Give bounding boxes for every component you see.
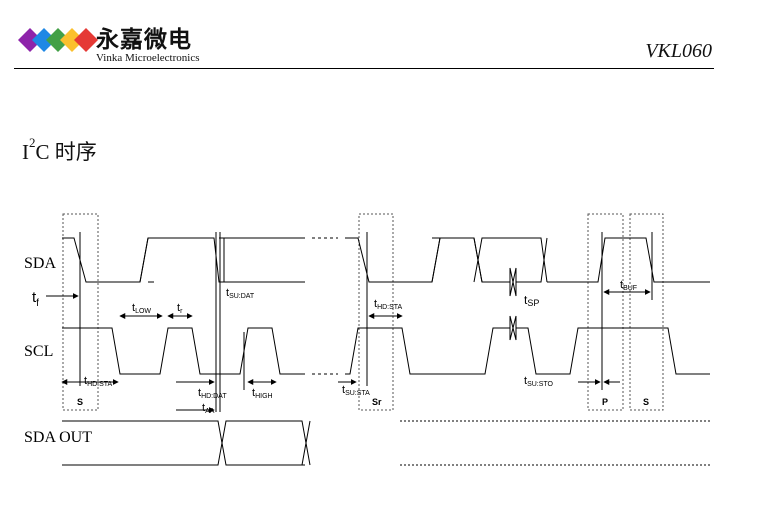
- scl-segment-1: [62, 327, 305, 375]
- stop-label: P: [602, 397, 608, 407]
- scl-waveform: [62, 315, 710, 375]
- sda-out-cross: [301, 420, 311, 466]
- sda-out-line-2: [62, 420, 311, 466]
- tf-label: tf: [32, 289, 39, 309]
- tsp-label: tSP: [524, 293, 539, 308]
- stop-condition-box: [587, 213, 624, 411]
- thigh-label: tHIGH: [252, 387, 273, 400]
- scl-signal-label: SCL: [24, 343, 53, 360]
- tsusto-sub: SU:STO: [527, 381, 553, 388]
- thdsta-1-main: t: [84, 375, 87, 387]
- tlow-sub: LOW: [135, 308, 151, 315]
- sda-cross-3: [473, 237, 548, 283]
- thddat-main: t: [198, 387, 201, 399]
- sda-out-signal-label: SDA OUT: [24, 429, 92, 446]
- scl-segment-2: [345, 327, 710, 375]
- taa-label: tAA: [202, 402, 215, 415]
- condition-labels: S Sr P S: [77, 397, 649, 407]
- tr-label: tr: [177, 302, 183, 315]
- sda-transition-1: [139, 237, 149, 283]
- logo-diamond-purple: [18, 28, 42, 52]
- logo-diamonds-icon: [18, 28, 98, 52]
- sda-segment-2: [345, 237, 548, 283]
- tsudat-main: t: [226, 287, 229, 299]
- start-label: S: [77, 397, 83, 407]
- document-id: VKL060: [645, 40, 712, 62]
- tf-label-sub: f: [36, 298, 39, 309]
- start-condition-2-box: [629, 213, 664, 411]
- tsp-main: t: [524, 293, 528, 307]
- logo-diamond-blue: [32, 28, 56, 52]
- condition-boxes: [62, 213, 664, 411]
- tlow-main: t: [132, 302, 135, 314]
- section-title: I2C 时序: [22, 135, 97, 166]
- thigh-main: t: [252, 387, 255, 399]
- sda-out-line-1: [62, 420, 305, 466]
- tr-main: t: [177, 302, 180, 314]
- tlow-label: tLOW: [132, 302, 151, 315]
- tsusta-sub: SU:STA: [345, 390, 370, 397]
- tbuf-label: tBUF: [620, 279, 637, 292]
- logo-diamond-green: [46, 28, 70, 52]
- tsusto-label: tSU:STO: [524, 375, 554, 388]
- reference-lines: [79, 232, 653, 412]
- tf-label-main: t: [32, 289, 37, 306]
- tsusta-main: t: [342, 384, 345, 396]
- measurement-arrows: [46, 289, 651, 413]
- thdsta-1-sub: HD:STA: [87, 381, 112, 388]
- section-title-rest: C 时序: [35, 140, 97, 164]
- taa-sub: AA: [205, 408, 215, 415]
- tbuf-main: t: [620, 279, 623, 291]
- section-title-prefix: I: [22, 140, 29, 164]
- thdsta-2-main: t: [374, 298, 377, 310]
- thdsta-2-sub: HD:STA: [377, 304, 402, 311]
- tbuf-sub: BUF: [623, 285, 637, 292]
- sda-waveform: [62, 237, 710, 297]
- thddat-sub: HD:DAT: [201, 393, 227, 400]
- thdsta-2-label: tHD:STA: [374, 298, 403, 311]
- sda-segment-3: [547, 237, 710, 283]
- start-condition-box: [62, 213, 99, 411]
- thdsta-1-label: tHD:STA: [84, 375, 113, 388]
- company-name-en: Vinka Microelectronics: [96, 52, 200, 64]
- tsudat-sub: SU:DAT: [229, 293, 255, 300]
- timing-labels: tf tLOW tr tSU:DAT tHD:STA tHD:DAT tHIGH…: [32, 279, 637, 415]
- thddat-label: tHD:DAT: [198, 387, 227, 400]
- vinka-logo: [14, 12, 244, 72]
- repeated-start-label: Sr: [372, 397, 382, 407]
- start-2-label: S: [643, 397, 649, 407]
- thigh-sub: HIGH: [255, 393, 273, 400]
- tsusto-main: t: [524, 375, 527, 387]
- tr-sub: r: [180, 308, 183, 315]
- taa-main: t: [202, 402, 205, 414]
- logo-diamond-red: [74, 28, 98, 52]
- sda-out-waveform: [62, 420, 710, 466]
- sda-cross-1: [431, 237, 441, 283]
- header-rule: [14, 68, 714, 69]
- company-name-cn: 永嘉微电: [96, 27, 192, 53]
- sda-signal-label: SDA: [24, 255, 56, 272]
- repeated-start-box: [358, 213, 394, 411]
- scl-spike: [509, 315, 517, 341]
- sda-spike: [509, 267, 517, 297]
- tsusta-label: tSU:STA: [342, 384, 370, 397]
- tsp-sub: SP: [527, 298, 539, 308]
- tsudat-label: tSU:DAT: [226, 287, 255, 300]
- section-title-superscript: 2: [29, 135, 36, 150]
- logo-diamond-yellow: [60, 28, 84, 52]
